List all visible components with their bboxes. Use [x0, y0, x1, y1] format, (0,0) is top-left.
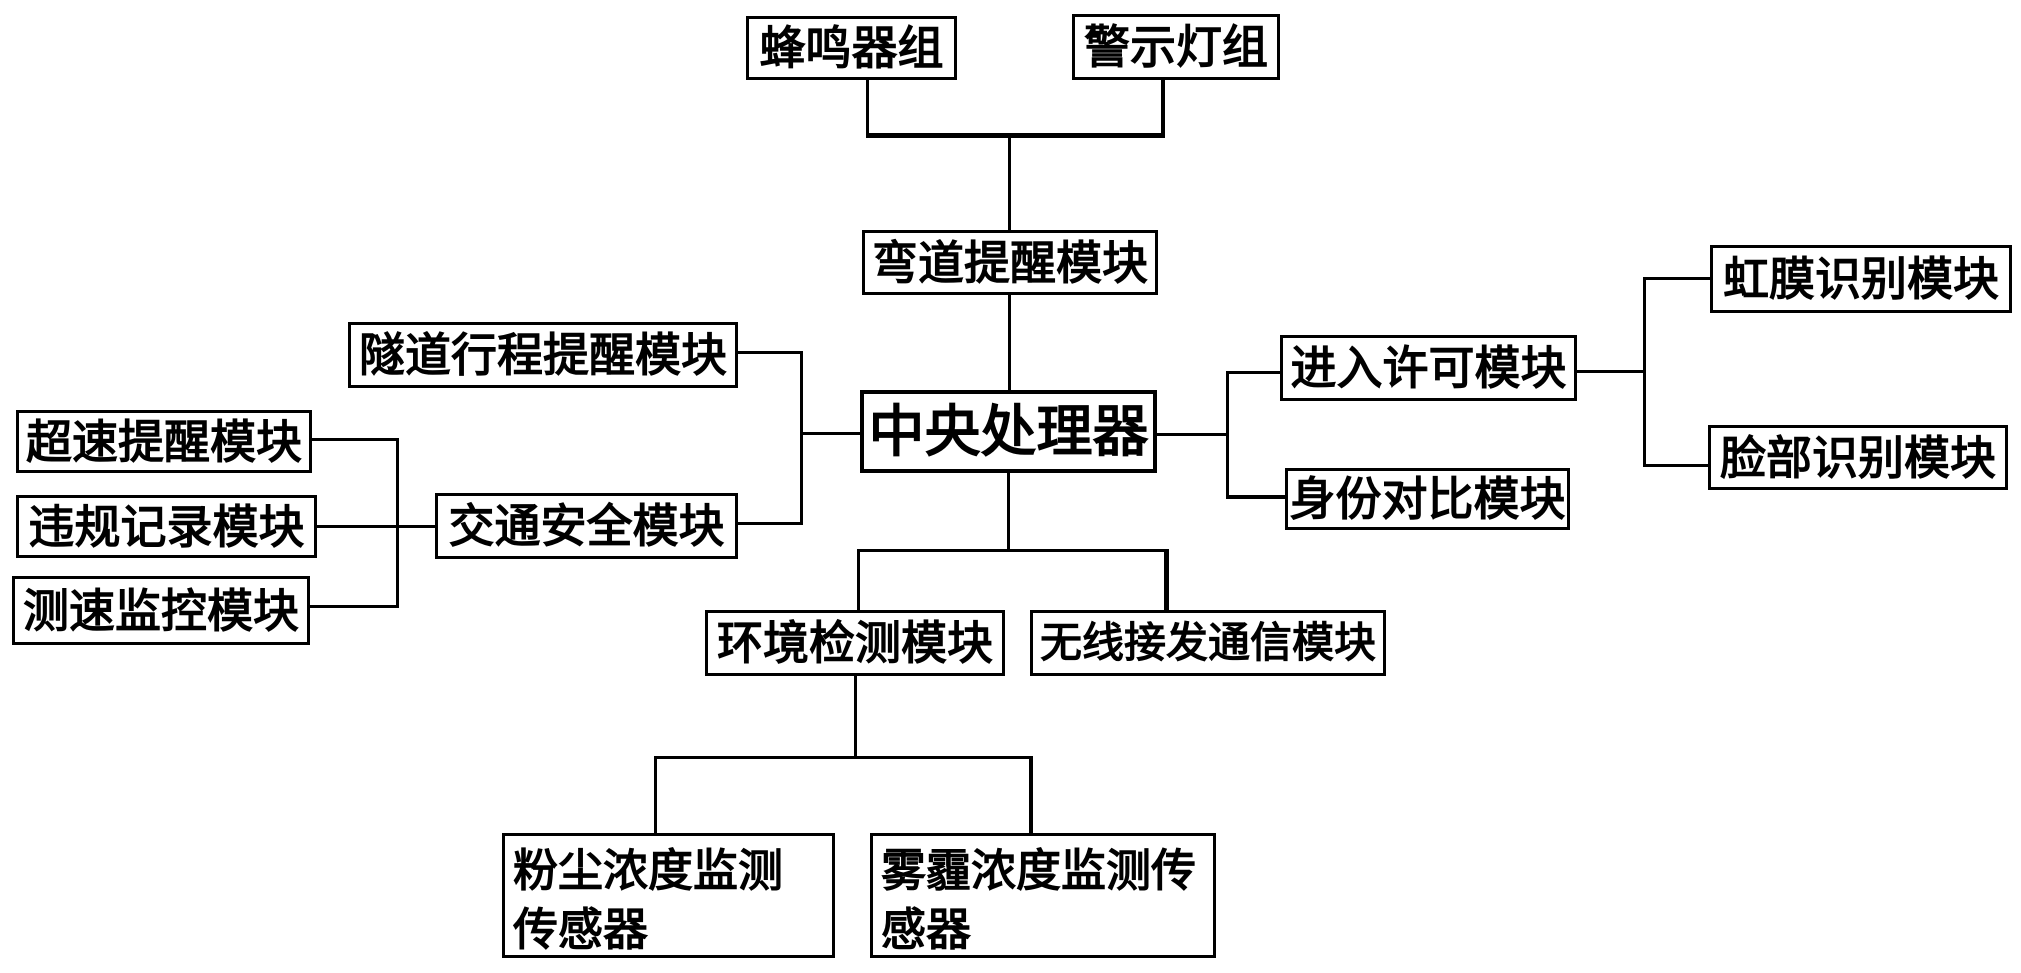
connector-entry-right	[1577, 370, 1645, 373]
node-face-recognition: 脸部识别模块	[1708, 425, 2008, 490]
node-environment-detection: 环境检测模块	[705, 610, 1005, 676]
connector-cpu-right	[1157, 433, 1228, 436]
node-violation-record: 违规记录模块	[16, 495, 317, 558]
node-wireless-comm: 无线接发通信模块	[1030, 610, 1386, 676]
node-iris-recognition: 虹膜识别模块	[1710, 245, 2012, 313]
connector-to-environment	[857, 549, 860, 610]
connector-curve-to-cpu	[1008, 295, 1011, 390]
connector-to-identity	[1226, 495, 1285, 499]
connector-top-merge-bar	[866, 133, 1165, 138]
node-curve-reminder: 弯道提醒模块	[862, 230, 1158, 295]
connector-to-wireless	[1164, 549, 1169, 610]
connector-left-mid-bracket	[800, 351, 803, 524]
connector-to-haze-sensor	[1029, 756, 1033, 833]
connector-right-bracket	[1226, 371, 1229, 499]
connector-far-right-bracket	[1643, 277, 1646, 467]
connector-environment-down	[854, 676, 857, 758]
connector-bracket-to-cpu	[800, 432, 860, 435]
connector-cpu-down	[1007, 473, 1010, 551]
node-overspeed-reminder: 超速提醒模块	[16, 410, 312, 473]
connector-buzzer-down	[866, 80, 869, 137]
node-buzzer-group: 蜂鸣器组	[746, 16, 957, 80]
node-tunnel-trip-reminder: 隧道行程提醒模块	[348, 322, 738, 388]
node-warning-light-group: 警示灯组	[1072, 14, 1280, 80]
node-haze-sensor: 雾霾浓度监测传感器	[870, 833, 1216, 958]
connector-merge-to-curve	[1008, 138, 1011, 230]
connector-left-bracket	[396, 438, 399, 608]
node-cpu: 中央处理器	[860, 390, 1157, 473]
connector-violation-right	[317, 525, 435, 528]
connector-to-iris	[1643, 277, 1710, 280]
node-traffic-safety: 交通安全模块	[435, 493, 738, 559]
node-identity-comparison: 身份对比模块	[1285, 468, 1570, 530]
connector-to-entry	[1226, 371, 1280, 374]
connector-to-dust-sensor	[654, 756, 657, 833]
connector-warnlight-down	[1161, 80, 1165, 137]
node-entry-permission: 进入许可模块	[1280, 335, 1577, 401]
node-dust-sensor: 粉尘浓度监测传感器	[502, 833, 835, 958]
connector-sensor-split-bar	[654, 756, 1033, 759]
connector-speedmon-right	[310, 605, 399, 608]
connector-tunnel-right	[738, 351, 803, 354]
connector-overspeed-right	[312, 438, 399, 441]
connector-to-face	[1643, 464, 1708, 467]
node-speed-monitoring: 测速监控模块	[12, 576, 310, 645]
connector-safety-right	[738, 522, 803, 525]
connector-bottom-split-bar	[857, 549, 1169, 552]
